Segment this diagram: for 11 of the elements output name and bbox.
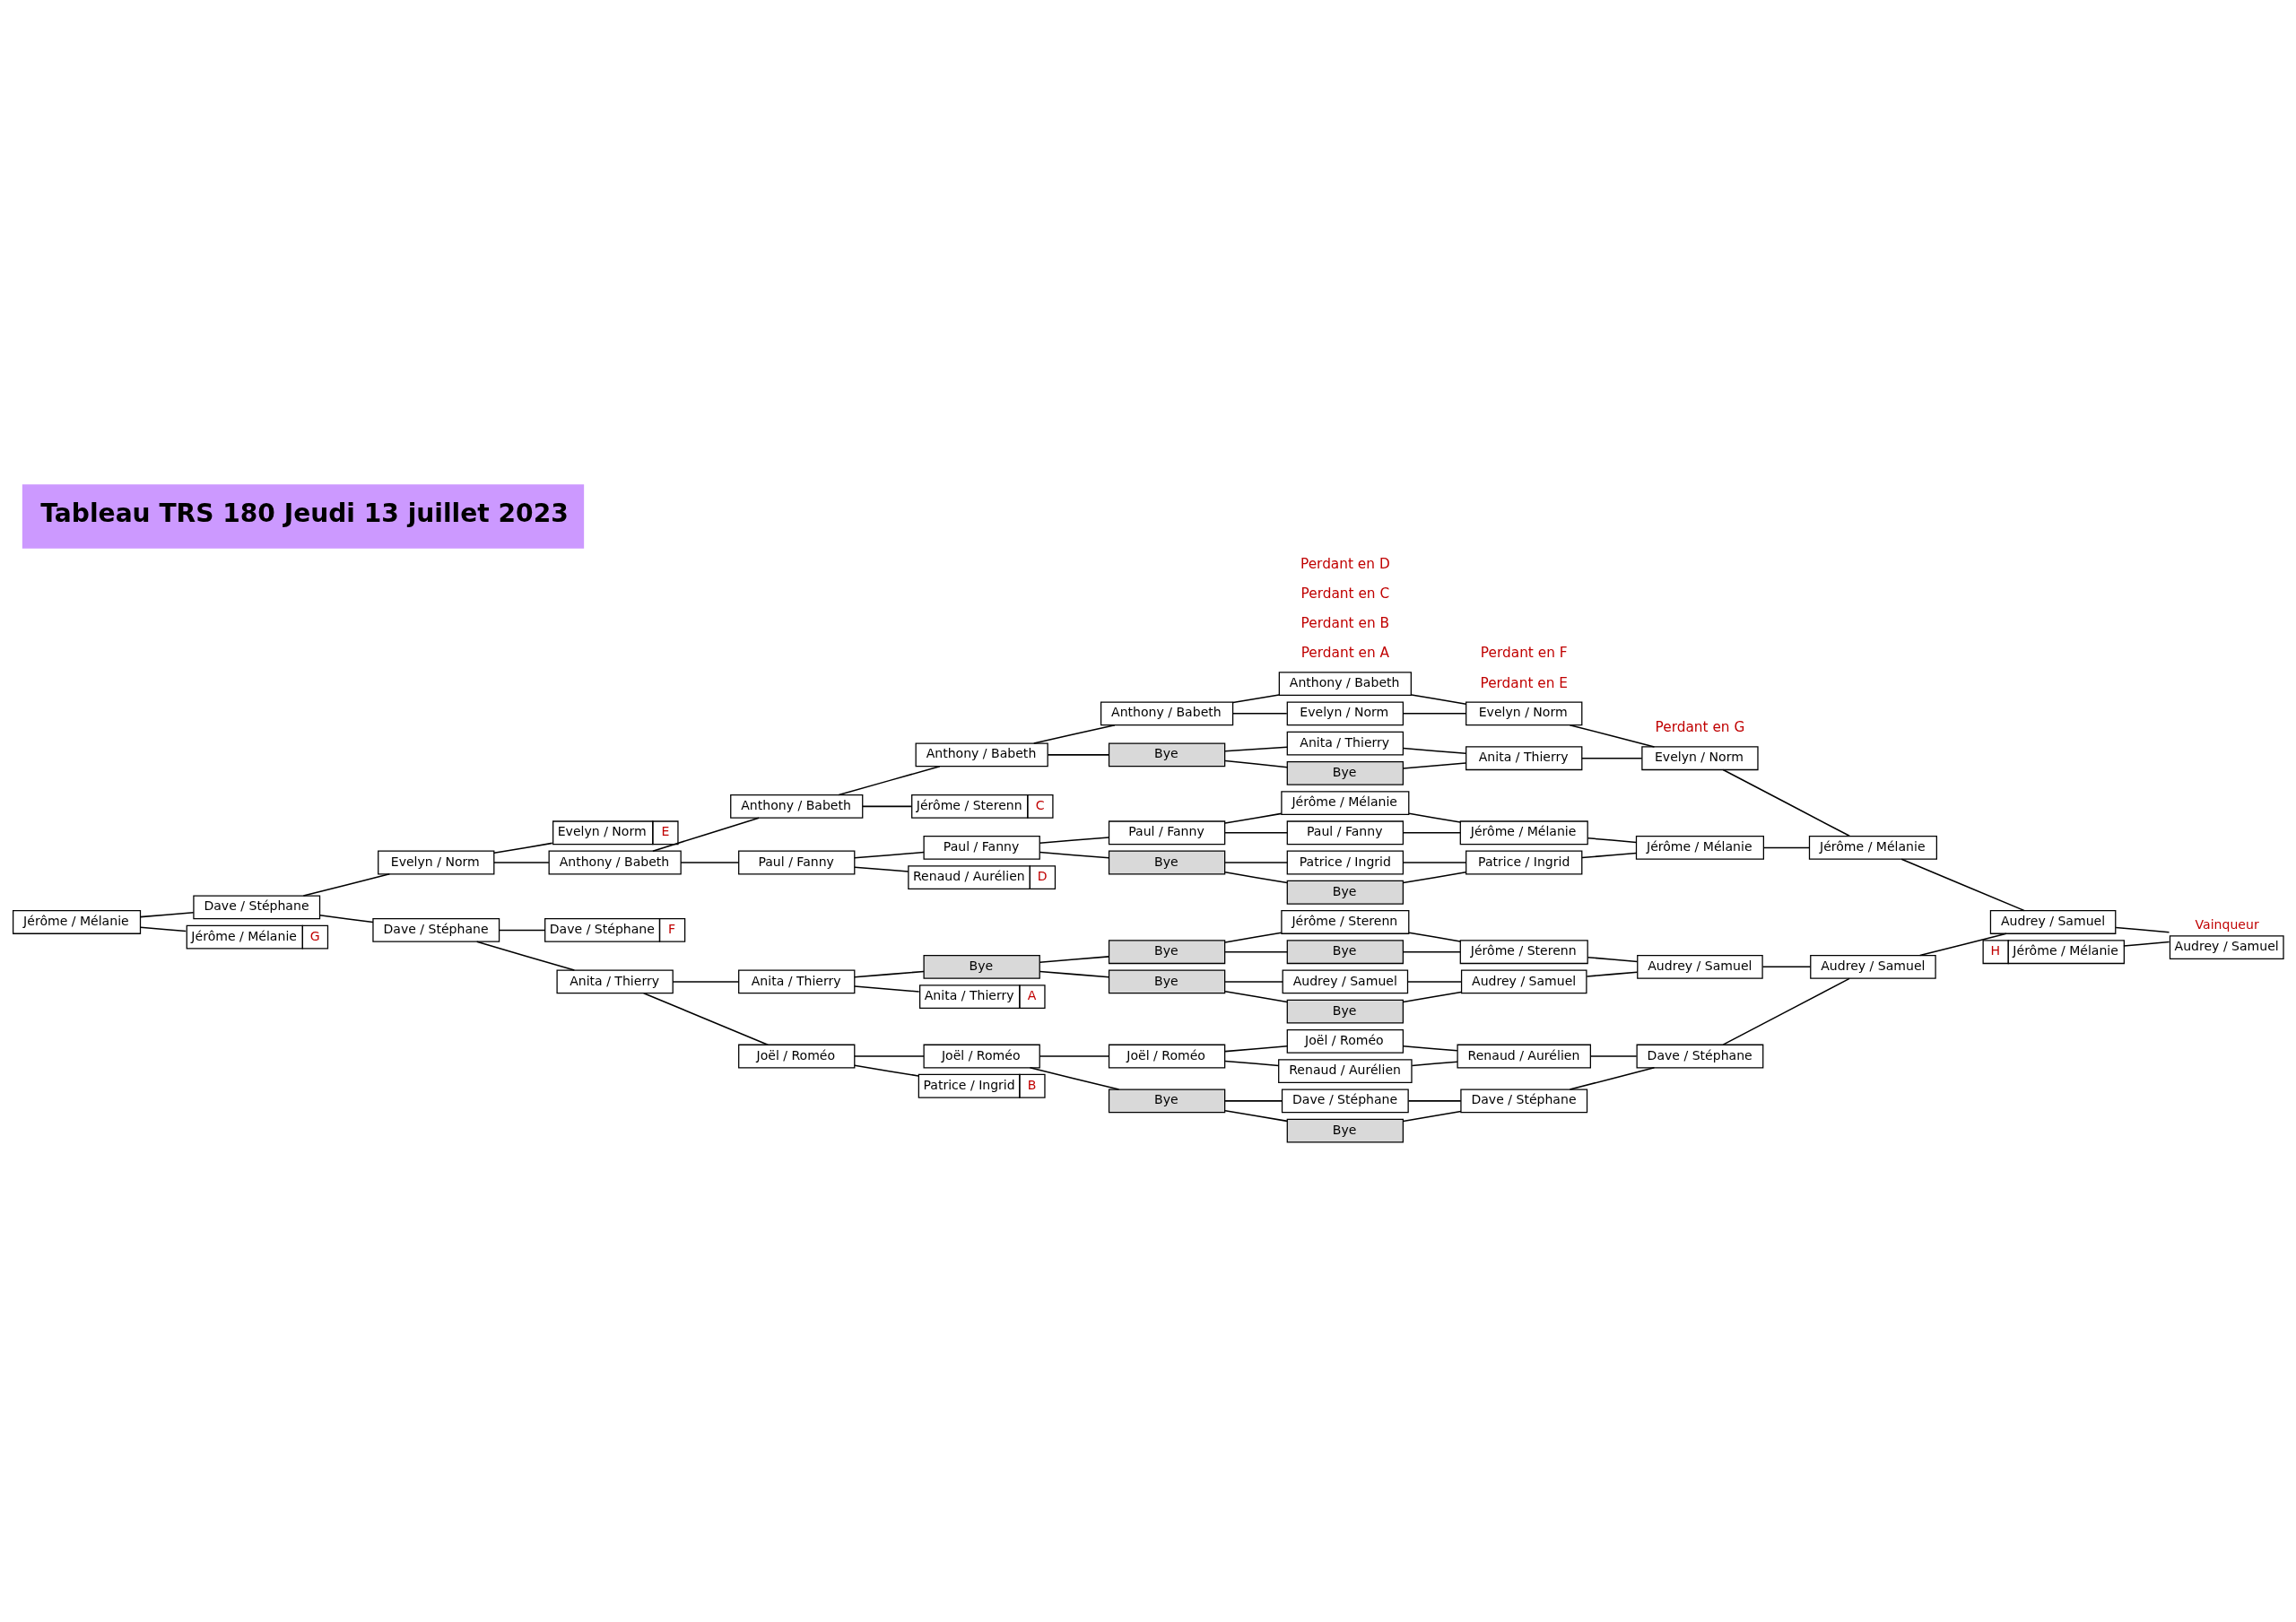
label: Perdant en C <box>1300 585 1390 602</box>
node-text: H <box>1990 943 2001 958</box>
label: Perdant en E <box>1480 674 1569 691</box>
label: Perdant en G <box>1655 719 1745 736</box>
label: Perdant en A <box>1300 645 1390 662</box>
node-label: Jérôme / Mélanie <box>2013 943 2118 958</box>
label: Perdant en D <box>1300 555 1390 572</box>
label: Perdant en F <box>1480 645 1568 662</box>
diagram-title: Tableau TRS 180 Jeudi 13 juillet 2023 <box>40 498 569 528</box>
node-label: Vainqueur <box>2195 916 2259 932</box>
label: Perdant en B <box>1300 615 1390 632</box>
